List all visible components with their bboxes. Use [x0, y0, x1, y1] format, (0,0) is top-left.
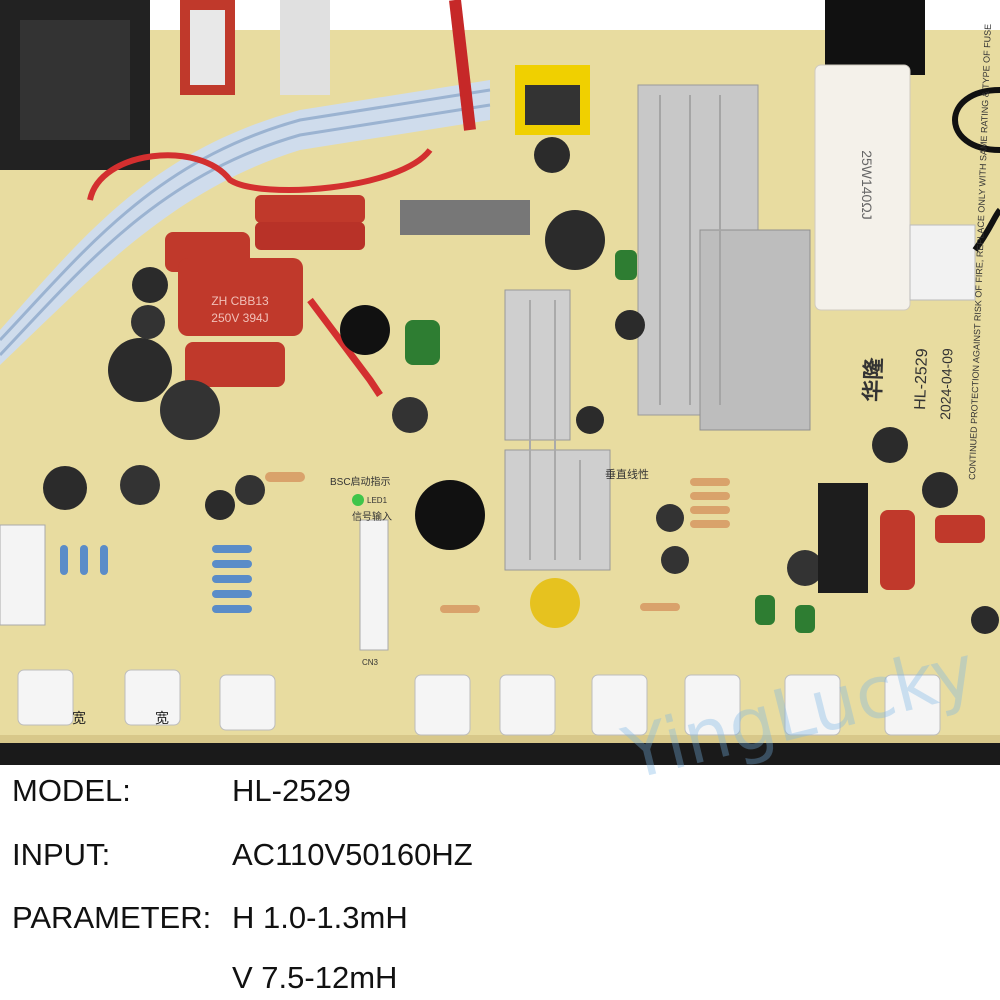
- yellow-capacitor: [530, 578, 580, 628]
- connector-con2: [909, 87, 1000, 301]
- model-label: MODEL:: [12, 773, 131, 808]
- silk-vertical-linearity: 垂直线性: [605, 467, 649, 481]
- parameter-label: PARAMETER:: [12, 900, 212, 935]
- silk-signal-input: 信号输入: [352, 510, 392, 523]
- small-transformer: [515, 65, 590, 135]
- parameter-value-h: H 1.0-1.3mH: [232, 900, 408, 935]
- ic-chip: [818, 483, 868, 593]
- large-electrolytic-capacitor: [825, 0, 925, 75]
- silk-led1: LED1: [367, 496, 388, 505]
- knob-label-gain-1: 宽: [72, 710, 86, 726]
- parameter-value-v: V 7.5-12mH: [232, 960, 398, 995]
- input-value: AC110V50160HZ: [232, 837, 473, 872]
- silk-cn3: CN3: [362, 658, 379, 667]
- model-value: HL-2529: [232, 773, 351, 808]
- electrolytic-capacitors: [43, 137, 999, 634]
- silk-bsc: BSC启动指示: [330, 475, 391, 488]
- ribbon-cable: [0, 0, 491, 365]
- beige-resistors: [265, 472, 730, 613]
- brand-mark: 华隆: [860, 356, 887, 402]
- resistor-label: 25W140ΩJ: [859, 150, 875, 220]
- red-wires: [87, 0, 476, 397]
- input-label: INPUT:: [12, 837, 111, 872]
- red-capacitors: ZH CBB13 250V 394J: [165, 195, 985, 590]
- led-indicator: [352, 494, 364, 506]
- potentiometer-knobs: [17, 669, 941, 736]
- capacitor-label-1: ZH CBB13: [211, 294, 269, 308]
- model-silk: HL-2529: [912, 348, 931, 410]
- green-capacitors: [405, 250, 815, 633]
- resistors: [60, 545, 252, 613]
- connector-cn3: [0, 200, 530, 651]
- circuit-board-photo: ZH CBB13 250V 394J 25W140ΩJ: [0, 0, 1000, 765]
- flyback-transformer: [0, 0, 235, 170]
- knob-label-gain-2: 宽: [155, 710, 169, 726]
- heatsinks: [504, 84, 811, 571]
- date-silk: 2024-04-09: [937, 348, 955, 420]
- capacitor-label-2: 250V 394J: [211, 311, 268, 325]
- power-resistor: 25W140ΩJ: [814, 64, 911, 311]
